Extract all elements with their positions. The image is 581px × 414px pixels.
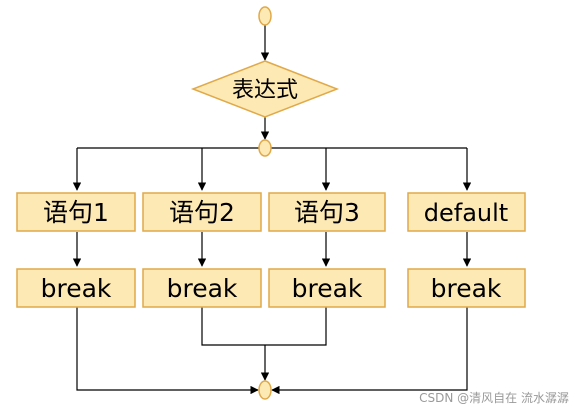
- branch-oval: [258, 139, 272, 157]
- break-default-label: break: [431, 274, 502, 303]
- edge-break-default-to-end: [271, 307, 468, 395]
- break-2-label: break: [167, 274, 238, 303]
- case-2-box: [142, 192, 262, 232]
- case-3-box: [268, 192, 386, 232]
- break-1-label: break: [41, 274, 112, 303]
- break-3: break: [268, 268, 386, 308]
- break-2-box: [142, 268, 262, 308]
- break-3-label: break: [292, 274, 363, 303]
- end-oval: [258, 380, 272, 400]
- break-3-box: [268, 268, 386, 308]
- decision-label: 表达式: [232, 78, 298, 103]
- edge-break-2-3-merge: [201, 307, 327, 346]
- case-default: default: [407, 192, 526, 232]
- case-1-box: [16, 192, 136, 232]
- break-2: break: [142, 268, 262, 308]
- break-default: break: [407, 268, 526, 308]
- decision-diamond: [190, 60, 340, 118]
- start-oval: [258, 6, 272, 26]
- case-3: 语句3: [268, 192, 386, 232]
- case-3-label: 语句3: [294, 198, 360, 227]
- break-default-box: [407, 268, 526, 308]
- decision-node: 表达式: [190, 60, 340, 118]
- case-1: 语句1: [16, 192, 136, 232]
- case-default-label: default: [424, 199, 508, 227]
- edge-break-1-to-end: [76, 307, 259, 395]
- case-2: 语句2: [142, 192, 262, 232]
- watermark: CSDN @清风自在 流水潺潺: [419, 391, 569, 405]
- break-1: break: [16, 268, 136, 308]
- break-1-box: [16, 268, 136, 308]
- case-2-label: 语句2: [169, 198, 235, 227]
- case-1-label: 语句1: [43, 198, 109, 227]
- case-default-box: [407, 192, 526, 232]
